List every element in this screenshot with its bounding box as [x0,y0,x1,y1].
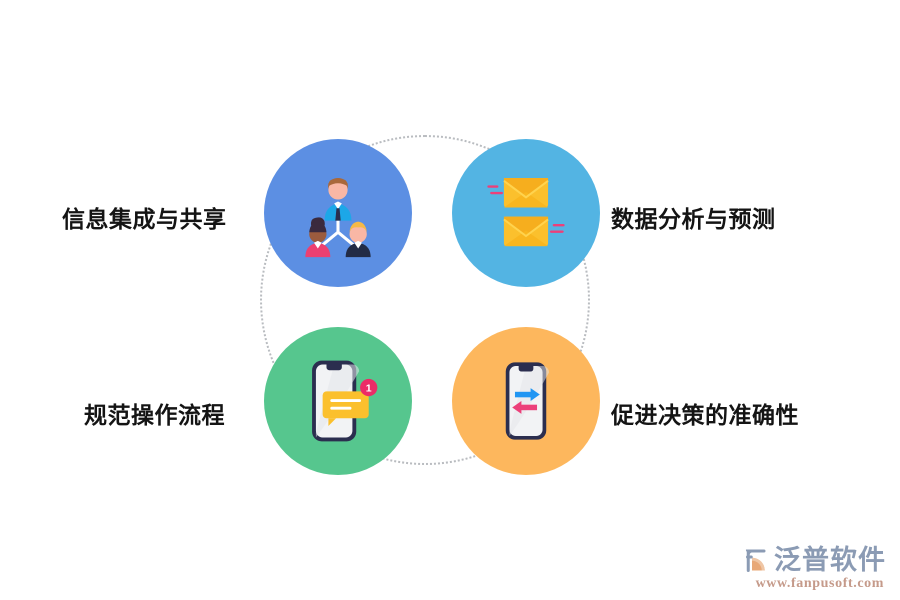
notification-badge-count: 1 [366,382,372,394]
label-improve-decision-accuracy: 促进决策的准确性 [611,402,799,428]
node-data-analysis-and-forecasting[interactable] [452,139,600,287]
label-standardized-operating-procedures: 规范操作流程 [84,402,225,428]
node-improve-decision-accuracy[interactable] [452,327,600,475]
label-information-integration-and-sharing: 信息集成与共享 [62,206,227,232]
node-information-integration-and-sharing[interactable] [264,139,412,287]
dotted-connector-ring [260,135,590,465]
watermark-brand-row: 泛普软件 [740,545,886,575]
fanpu-logo-icon [745,549,766,572]
watermark-url: www.fanpusoft.com [755,576,884,591]
node-standardized-operating-procedures[interactable]: 1 [264,327,412,475]
envelopes-icon [487,178,565,247]
phone-message-icon: 1 [312,360,378,442]
team-people-icon [305,177,371,258]
watermark-brand-text: 泛普软件 [774,544,886,575]
phone-data-transfer-icon [505,362,549,440]
label-data-analysis-and-forecasting: 数据分析与预测 [611,206,776,232]
watermark: 泛普软件 www.fanpusoft.com [740,545,886,592]
